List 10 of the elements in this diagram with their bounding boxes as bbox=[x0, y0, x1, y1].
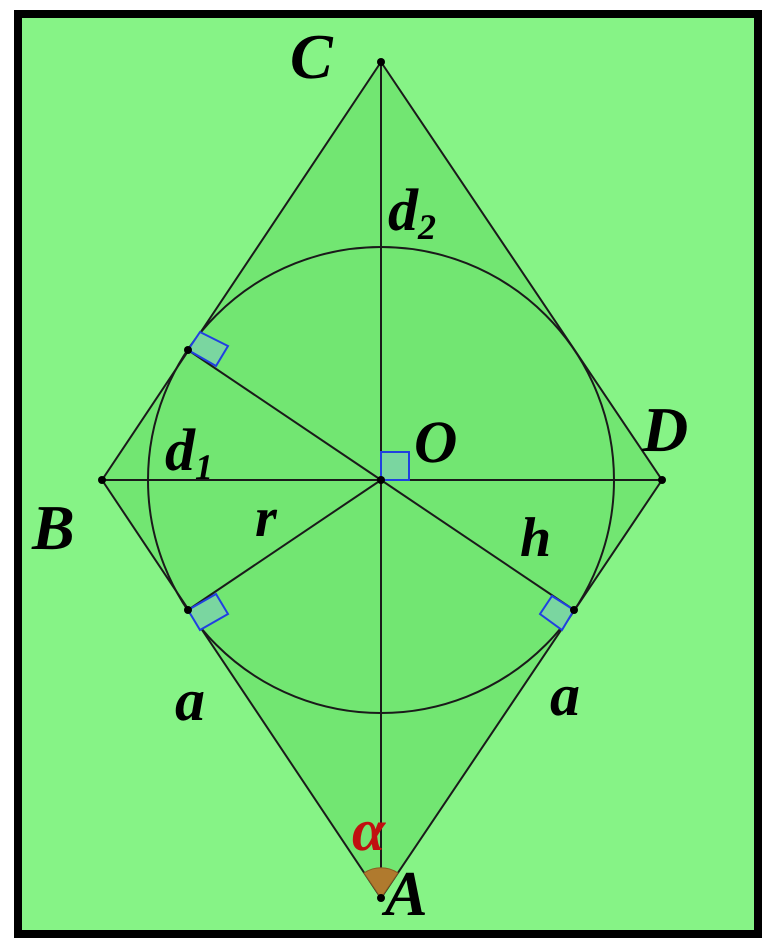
segment-label: r bbox=[255, 490, 277, 546]
segment-label: a bbox=[175, 670, 205, 730]
segment-label: a bbox=[550, 665, 580, 725]
segment-label: h bbox=[520, 510, 552, 566]
segment-label: d$_{1}$ bbox=[165, 420, 213, 485]
point-label: O bbox=[414, 412, 458, 472]
segment-label: d$_{2}$ bbox=[388, 180, 436, 245]
point-label: C bbox=[290, 25, 333, 89]
point-label: B bbox=[32, 496, 75, 560]
point-label: D bbox=[642, 398, 688, 462]
